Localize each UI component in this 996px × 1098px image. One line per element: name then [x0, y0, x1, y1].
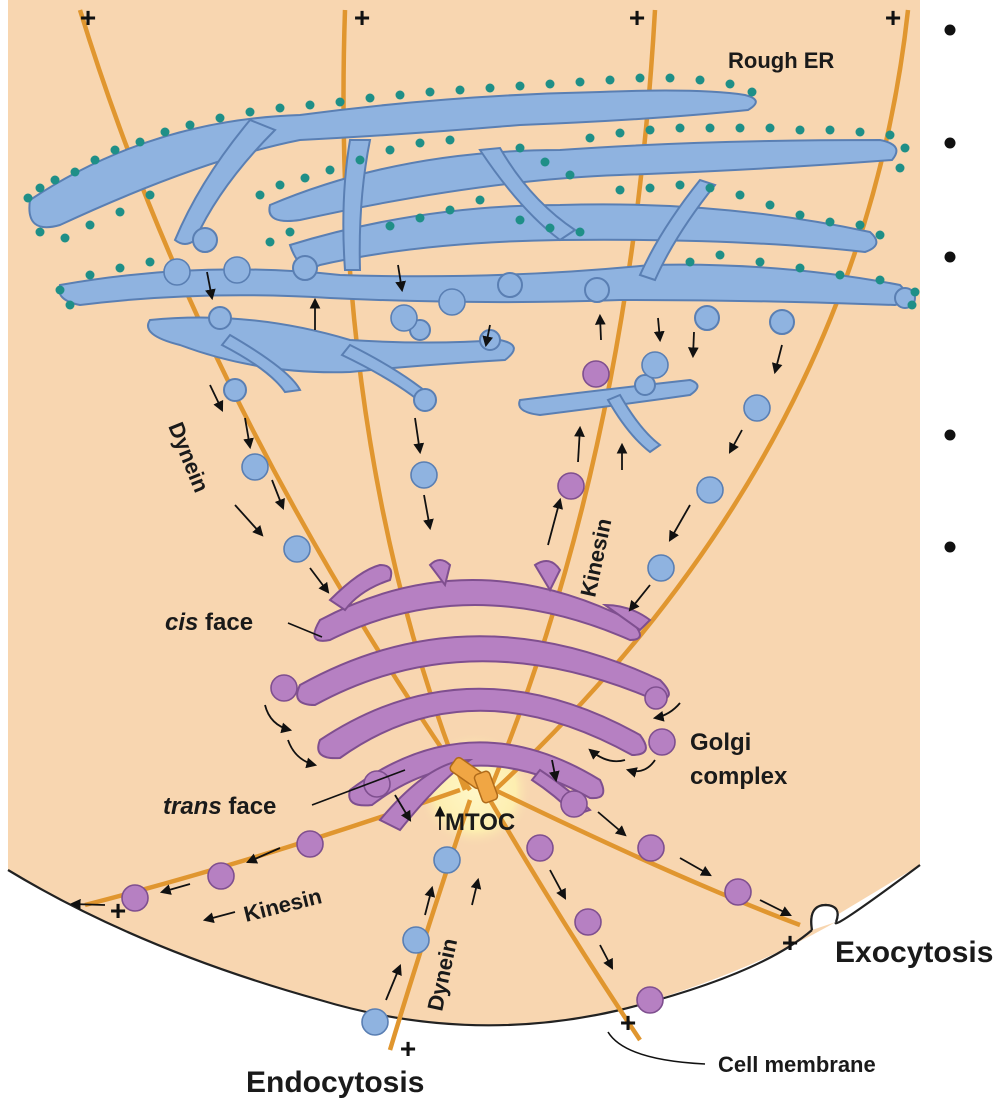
plus-end-marker: +: [354, 2, 370, 33]
mtoc-label: MTOC: [445, 809, 515, 836]
cell-membrane-label: Cell membrane: [718, 1052, 876, 1077]
plus-end-marker: +: [782, 927, 798, 958]
bullet-point: [945, 542, 956, 553]
plus-end-marker: +: [629, 2, 645, 33]
plus-end-marker: +: [620, 1007, 636, 1038]
bullet-point: [945, 25, 956, 36]
rough-er-label: Rough ER: [728, 48, 834, 73]
endocytosis-label: Endocytosis: [246, 1066, 424, 1098]
bullet-point: [945, 252, 956, 263]
cis-face-label: cis face: [165, 609, 253, 636]
plus-end-marker: +: [885, 2, 901, 33]
golgi-label-line1: Golgi: [690, 729, 751, 756]
trans-face-label: trans face: [163, 793, 276, 820]
golgi-label-line2: complex: [690, 763, 788, 790]
plus-end-marker: +: [80, 2, 96, 33]
exocytosis-label: Exocytosis: [835, 936, 993, 969]
bullet-point: [945, 138, 956, 149]
plus-end-marker: +: [400, 1033, 416, 1064]
bullet-point: [945, 430, 956, 441]
slide-bullets: [945, 25, 956, 553]
